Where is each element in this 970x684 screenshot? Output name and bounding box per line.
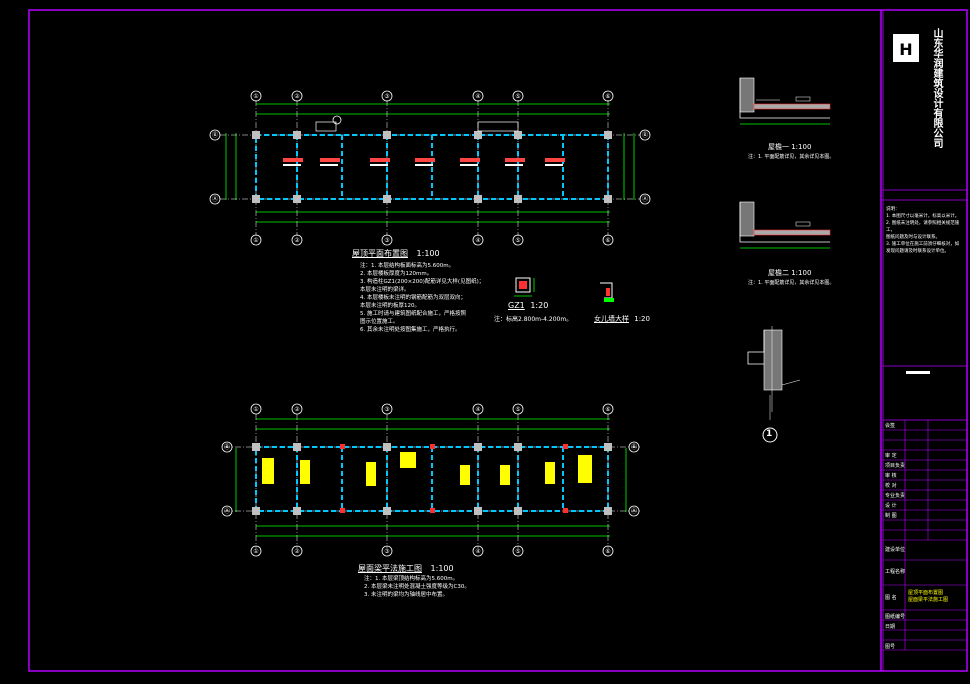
axis-label-side: Ⓐ: [224, 507, 230, 515]
axis-label-bottom: ③: [384, 237, 389, 244]
axis-label-bottom: ②: [294, 237, 300, 244]
axis-label-bottom: ⑤: [515, 237, 520, 244]
section-marker: [762, 427, 778, 443]
eave-detail-2: [739, 201, 831, 249]
svg-text:H: H: [899, 40, 912, 59]
eave-detail-1: [739, 77, 831, 125]
axis-label-bottom: ⑤: [515, 548, 520, 555]
axis-label-top: ⑥: [605, 93, 610, 100]
axis-label-side: Ⓐ: [631, 507, 637, 515]
axis-label-side: Ⓑ: [212, 131, 218, 139]
axis-label-top: ④: [475, 93, 480, 100]
axis-label-top: ①: [253, 93, 258, 100]
axis-label-top: ②: [294, 406, 300, 413]
axis-label-side: Ⓑ: [224, 443, 230, 451]
roof-plan-layout: [220, 100, 640, 236]
axis-label-bottom: ①: [253, 548, 258, 555]
axis-label-top: ①: [253, 406, 258, 413]
company-logo: [893, 34, 919, 62]
axis-label-top: ③: [384, 406, 389, 413]
axis-label-bottom: ④: [475, 548, 480, 555]
axis-label-side: Ⓑ: [642, 131, 648, 139]
axis-label-top: ⑤: [515, 93, 520, 100]
section-detail-1: [747, 326, 801, 443]
axis-label-top: ②: [294, 93, 300, 100]
axis-label-top: ④: [475, 406, 480, 413]
parapet-detail: [600, 282, 614, 302]
axis-label-side: Ⓑ: [631, 443, 637, 451]
axis-label-side: Ⓐ: [642, 195, 648, 203]
axis-label-bottom: ③: [384, 548, 389, 555]
plan1-axis-bubbles: [209, 90, 651, 246]
axis-label-bottom: ⑥: [605, 548, 610, 555]
titleblock: H: [883, 34, 967, 651]
axis-label-bottom: ①: [253, 237, 258, 244]
axis-label-top: ③: [384, 93, 389, 100]
plan2-axis-bubbles: [221, 403, 640, 557]
axis-label-bottom: ⑥: [605, 237, 610, 244]
beam-plan-layout: [224, 414, 640, 548]
axis-label-side: Ⓐ: [212, 195, 218, 203]
axis-label-bottom: ④: [475, 237, 480, 244]
axis-label-top: ⑥: [605, 406, 610, 413]
gz1-detail: [514, 277, 535, 297]
axis-label-bottom: ②: [294, 548, 300, 555]
axis-label-top: ⑤: [515, 406, 520, 413]
sheet-outer-border: [28, 9, 968, 672]
